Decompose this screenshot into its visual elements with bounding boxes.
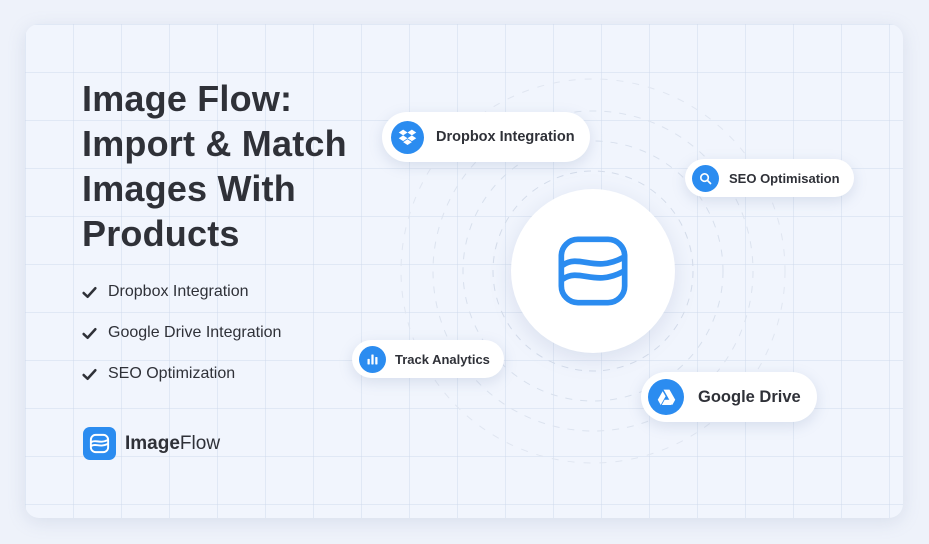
google-drive-icon xyxy=(648,379,684,415)
feature-list: Dropbox Integration Google Drive Integra… xyxy=(81,282,281,405)
check-icon xyxy=(82,368,97,380)
page-title: Image Flow: Import & Match Images With P… xyxy=(82,76,347,256)
imageflow-wave-icon xyxy=(558,236,628,306)
google-drive-badge: Google Drive xyxy=(641,372,817,422)
feature-label: Dropbox Integration xyxy=(108,283,249,300)
title-line: Images With xyxy=(82,168,296,209)
brand-name-bold: Image xyxy=(125,432,180,454)
badge-label: SEO Optimisation xyxy=(729,170,840,186)
feature-item: Google Drive Integration xyxy=(81,323,281,343)
feature-label: SEO Optimization xyxy=(108,365,236,382)
orbit-ring xyxy=(462,140,724,402)
dropbox-integration-badge: Dropbox Integration xyxy=(382,112,590,162)
bar-chart-icon xyxy=(359,345,386,373)
hero-card: Image Flow: Import & Match Images With P… xyxy=(25,24,903,518)
feature-item: SEO Optimization xyxy=(81,364,281,384)
feature-item: Dropbox Integration xyxy=(81,282,281,302)
dropbox-icon xyxy=(391,120,424,154)
check-icon xyxy=(82,327,97,339)
search-icon xyxy=(692,164,719,192)
title-line: Import & Match xyxy=(82,123,347,164)
badge-label: Google Drive xyxy=(698,387,801,406)
check-icon xyxy=(82,286,97,298)
feature-label: Google Drive Integration xyxy=(108,324,282,341)
orbit-ring xyxy=(400,78,786,464)
imageflow-wave-icon xyxy=(83,427,116,460)
title-line: Products xyxy=(82,213,240,254)
orbit-rings xyxy=(400,78,786,464)
brand-name-light: Flow xyxy=(179,432,221,454)
orbit-ring xyxy=(492,170,694,372)
center-logo xyxy=(511,189,675,353)
title-line: Image Flow: xyxy=(82,78,293,119)
seo-optimisation-badge: SEO Optimisation xyxy=(685,159,854,197)
badge-label: Dropbox Integration xyxy=(436,129,575,145)
orbit-ring xyxy=(432,110,754,432)
badge-label: Track Analytics xyxy=(395,351,490,367)
track-analytics-badge: Track Analytics xyxy=(352,340,504,378)
